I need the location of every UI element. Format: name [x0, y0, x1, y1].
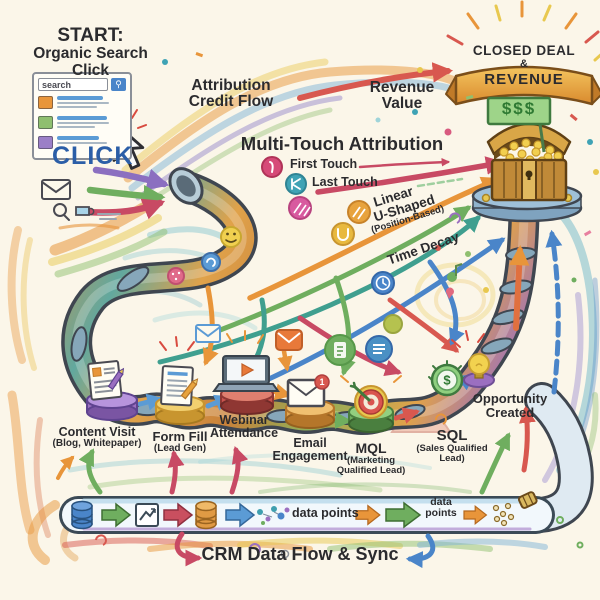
- stage-label-webinar: Webinar Attendance: [209, 413, 279, 441]
- first-touch-icon: [261, 156, 283, 178]
- arrow-orange-2: [463, 504, 488, 526]
- smiley-icon: [220, 226, 242, 248]
- banner-closed-deal: CLOSED DEAL: [472, 43, 576, 58]
- stage-label-opportunity: Opportunity Created: [472, 391, 548, 420]
- search-icon: ⚲: [111, 78, 126, 91]
- database-blue-icon: [71, 500, 93, 530]
- model-last-touch: Last Touch: [312, 175, 378, 189]
- data-points-label: data points: [292, 506, 359, 520]
- burst-lines: [159, 330, 485, 383]
- form-pencil-icon: [160, 365, 199, 407]
- crm-sync-arrows: [174, 531, 435, 569]
- striped-circle-icon: [288, 196, 312, 220]
- dollar-shield-icon: $: [428, 360, 466, 397]
- document-circle-icon: [365, 335, 393, 363]
- arrow-blue: [225, 502, 256, 528]
- attribution-arrows: [157, 156, 506, 387]
- music-doodle: [445, 263, 463, 299]
- arrow-orange: [355, 504, 381, 526]
- left-doodles: [41, 179, 121, 230]
- revenue-value-label: Revenue Value: [369, 79, 435, 113]
- floating-icons: [167, 156, 463, 366]
- stage-label-email: Email Engagement: [272, 436, 348, 464]
- time-decay-clock-icon: [371, 271, 395, 295]
- email-badge-count: 1: [319, 377, 324, 387]
- result-thumbnail: [38, 96, 53, 109]
- click-entry-arrows: [48, 166, 170, 278]
- crm-sync-label: CRM Data Flow & Sync: [201, 544, 399, 564]
- lightbulb-icon: [463, 353, 495, 388]
- crm-bar-contents: [71, 491, 538, 530]
- click-label: CLICK: [52, 142, 134, 170]
- swirl-icon: [201, 252, 221, 272]
- revenue-banner-ribbon: [445, 65, 600, 153]
- search-result-item: [38, 116, 126, 130]
- riser-arrows: [479, 229, 563, 495]
- attribution-credit-flow-label: Attribution Credit Flow: [188, 77, 274, 111]
- model-first-touch: First Touch: [290, 157, 358, 171]
- data-points-label-2: data points: [425, 496, 457, 520]
- stage-label-content-visit: Content Visit (Blog, Whitepaper): [52, 425, 142, 450]
- treasure-chest-icon: [486, 122, 572, 202]
- stage-label-mql: MQL (Marketing Qualified Lead): [336, 440, 406, 476]
- scatter-dots-icon: [257, 506, 290, 525]
- stage-icons: 1 $: [87, 330, 495, 419]
- olive-dot-icon: [383, 314, 403, 334]
- start-line2: Organic Search Click: [33, 45, 148, 79]
- search-input: search: [38, 78, 108, 91]
- linear-icon: [347, 200, 371, 224]
- stage-label-form-fill: Form Fill (Lead Gen): [152, 429, 208, 454]
- last-touch-icon: [285, 173, 307, 195]
- search-result-item: [38, 96, 126, 110]
- barrel-icon: [517, 491, 538, 509]
- envelope-outline-icon: [195, 324, 221, 343]
- money-sign: $$$: [501, 99, 537, 118]
- chart-icon: [135, 503, 159, 527]
- pedestal-form-fill: [155, 395, 205, 425]
- dots-beige-icon: [492, 502, 515, 527]
- dotted-circle-icon: [167, 267, 185, 285]
- banner-ampersand: &: [520, 58, 528, 70]
- stage-pedestals: [86, 385, 394, 433]
- arrow-green: [101, 502, 132, 528]
- multi-touch-heading: Multi-Touch Attribution: [240, 133, 444, 154]
- start-title: START: Organic Search Click: [18, 25, 163, 79]
- start-line1: START:: [57, 25, 124, 46]
- u-shaped-icon: [331, 222, 355, 246]
- confetti: [95, 52, 599, 559]
- target-icon: [349, 381, 388, 419]
- search-results-card: search ⚲: [32, 72, 132, 160]
- result-thumbnail: [38, 136, 53, 149]
- stage-label-sql: SQL (Sales Qualified Lead): [416, 427, 488, 464]
- envelope-orange-icon: [275, 329, 303, 351]
- search-result-item: [38, 136, 126, 149]
- document-pencil-icon: [87, 360, 125, 401]
- dollar-glyph: $: [443, 373, 451, 388]
- result-thumbnail: [38, 116, 53, 129]
- database-orange-icon: [195, 500, 217, 530]
- laptop-play-icon: [212, 355, 280, 392]
- pedestal-content-visit: [86, 391, 138, 421]
- checklist-icon: [324, 334, 356, 366]
- arrow-red: [163, 502, 194, 528]
- arrow-green-2: [385, 501, 422, 529]
- envelope-icon: 1: [286, 374, 330, 408]
- banner-revenue: REVENUE: [484, 71, 564, 88]
